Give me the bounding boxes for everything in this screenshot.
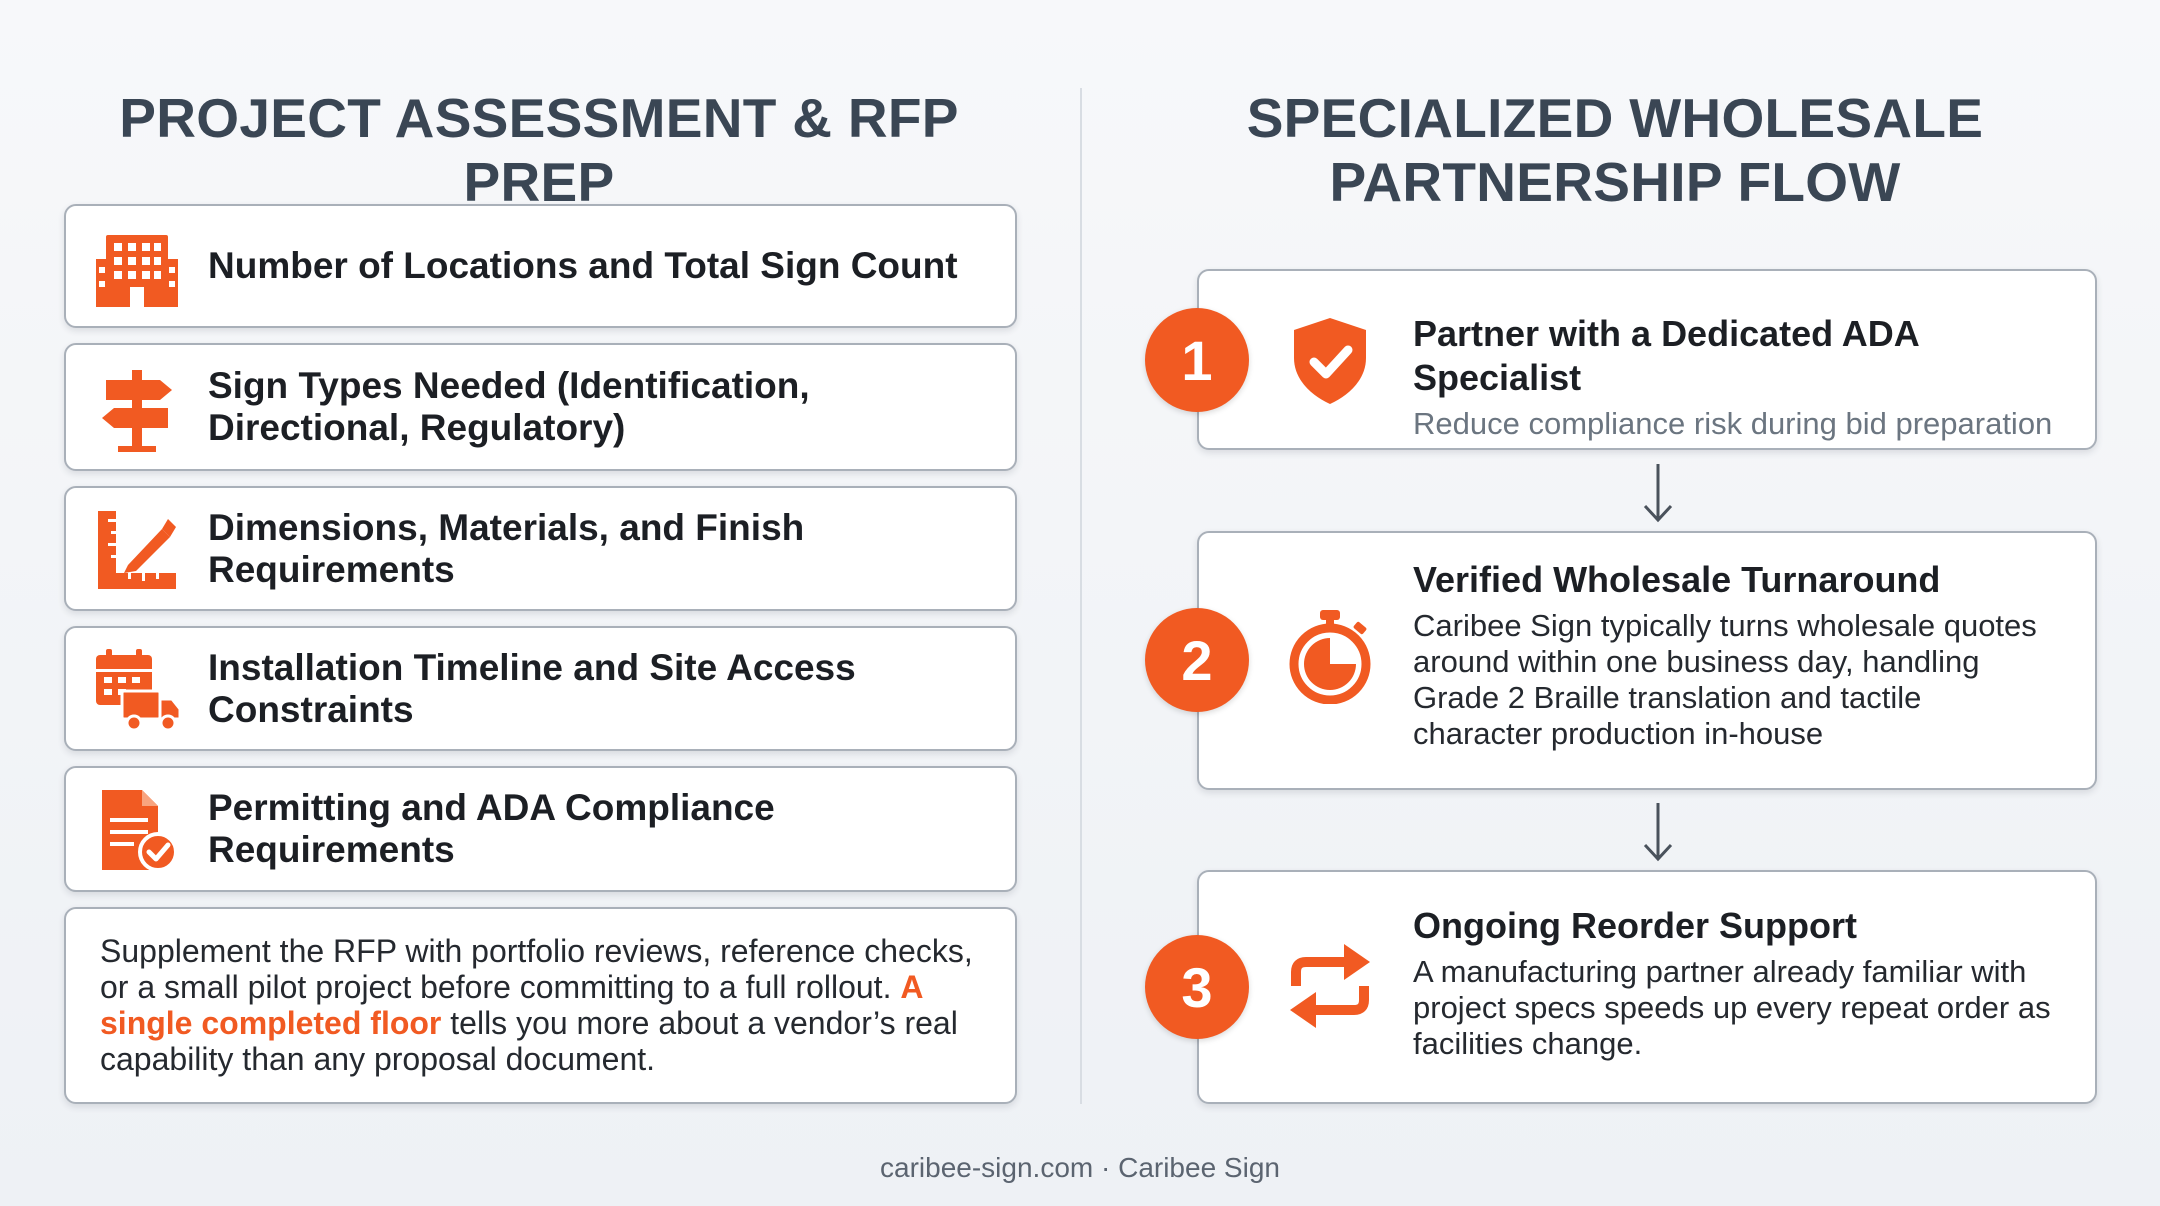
calendar-truck-icon	[92, 645, 182, 735]
flow-step-card-2	[1197, 531, 2097, 790]
step-description: A manufacturing partner already familiar…	[1413, 954, 2051, 1061]
rfp-note-card: Supplement the RFP with portfolio review…	[64, 907, 1017, 1104]
requirement-label: Installation Timeline and Site Access Co…	[208, 646, 856, 730]
down-arrow-icon	[1641, 801, 1675, 863]
step-number-badge: 3	[1145, 935, 1249, 1039]
note-text-end: tells you more about a vendor’s real cap…	[100, 1005, 958, 1077]
refresh-arrows-icon	[1282, 938, 1378, 1034]
shield-check-icon	[1282, 312, 1378, 408]
requirement-card-permitting: Permitting and ADA Compliance Requiremen…	[64, 766, 1017, 892]
requirement-label: Permitting and ADA Compliance Requiremen…	[208, 787, 775, 870]
requirement-card-dimensions: Dimensions, Materials, and Finish Requir…	[64, 486, 1017, 611]
step-description: Caribee Sign typically turns wholesale q…	[1413, 608, 2037, 751]
rfp-note-text: Supplement the RFP with portfolio review…	[100, 933, 985, 1077]
stopwatch-icon	[1282, 608, 1378, 704]
flow-step-body-1: Partner with a Dedicated ADA Specialist …	[1413, 312, 2053, 442]
requirement-card-timeline: Installation Timeline and Site Access Co…	[64, 626, 1017, 751]
down-arrow-icon	[1641, 462, 1675, 524]
requirement-label: Dimensions, Materials, and Finish Requir…	[208, 506, 805, 590]
note-highlight: A single completed floor	[100, 969, 923, 1041]
step-number-badge: 1	[1145, 308, 1249, 412]
flow-step-body-3: Ongoing Reorder Support A manufacturing …	[1413, 904, 2053, 1062]
ruler-icon	[92, 505, 182, 595]
requirement-card-sign-types: Sign Types Needed (Identification, Direc…	[64, 343, 1017, 471]
requirement-label: Sign Types Needed (Identification, Direc…	[208, 365, 810, 448]
step-description: Reduce compliance risk during bid prepar…	[1413, 406, 2053, 441]
footer-credit: caribee-sign.com · Caribee Sign	[880, 1152, 1280, 1183]
building-icon	[92, 223, 182, 313]
left-panel-heading: PROJECT ASSESSMENT & RFP PREP	[119, 87, 959, 213]
step-title: Ongoing Reorder Support	[1413, 905, 1857, 946]
step-title: Partner with a Dedicated ADA Specialist	[1413, 313, 1919, 398]
panel-divider	[1080, 88, 1082, 1104]
flow-step-body-2: Verified Wholesale Turnaround Caribee Si…	[1413, 558, 2053, 752]
requirement-label: Number of Locations and Total Sign Count	[208, 245, 958, 286]
right-panel-heading: SPECIALIZED WHOLESALE PARTNERSHIP FLOW	[1246, 87, 1984, 213]
requirement-card-locations: Number of Locations and Total Sign Count	[64, 204, 1017, 328]
document-check-icon	[92, 786, 182, 876]
signpost-icon	[92, 364, 182, 454]
note-text-start: Supplement the RFP with portfolio review…	[100, 933, 973, 1005]
step-number-badge: 2	[1145, 608, 1249, 712]
step-title: Verified Wholesale Turnaround	[1413, 559, 1941, 600]
